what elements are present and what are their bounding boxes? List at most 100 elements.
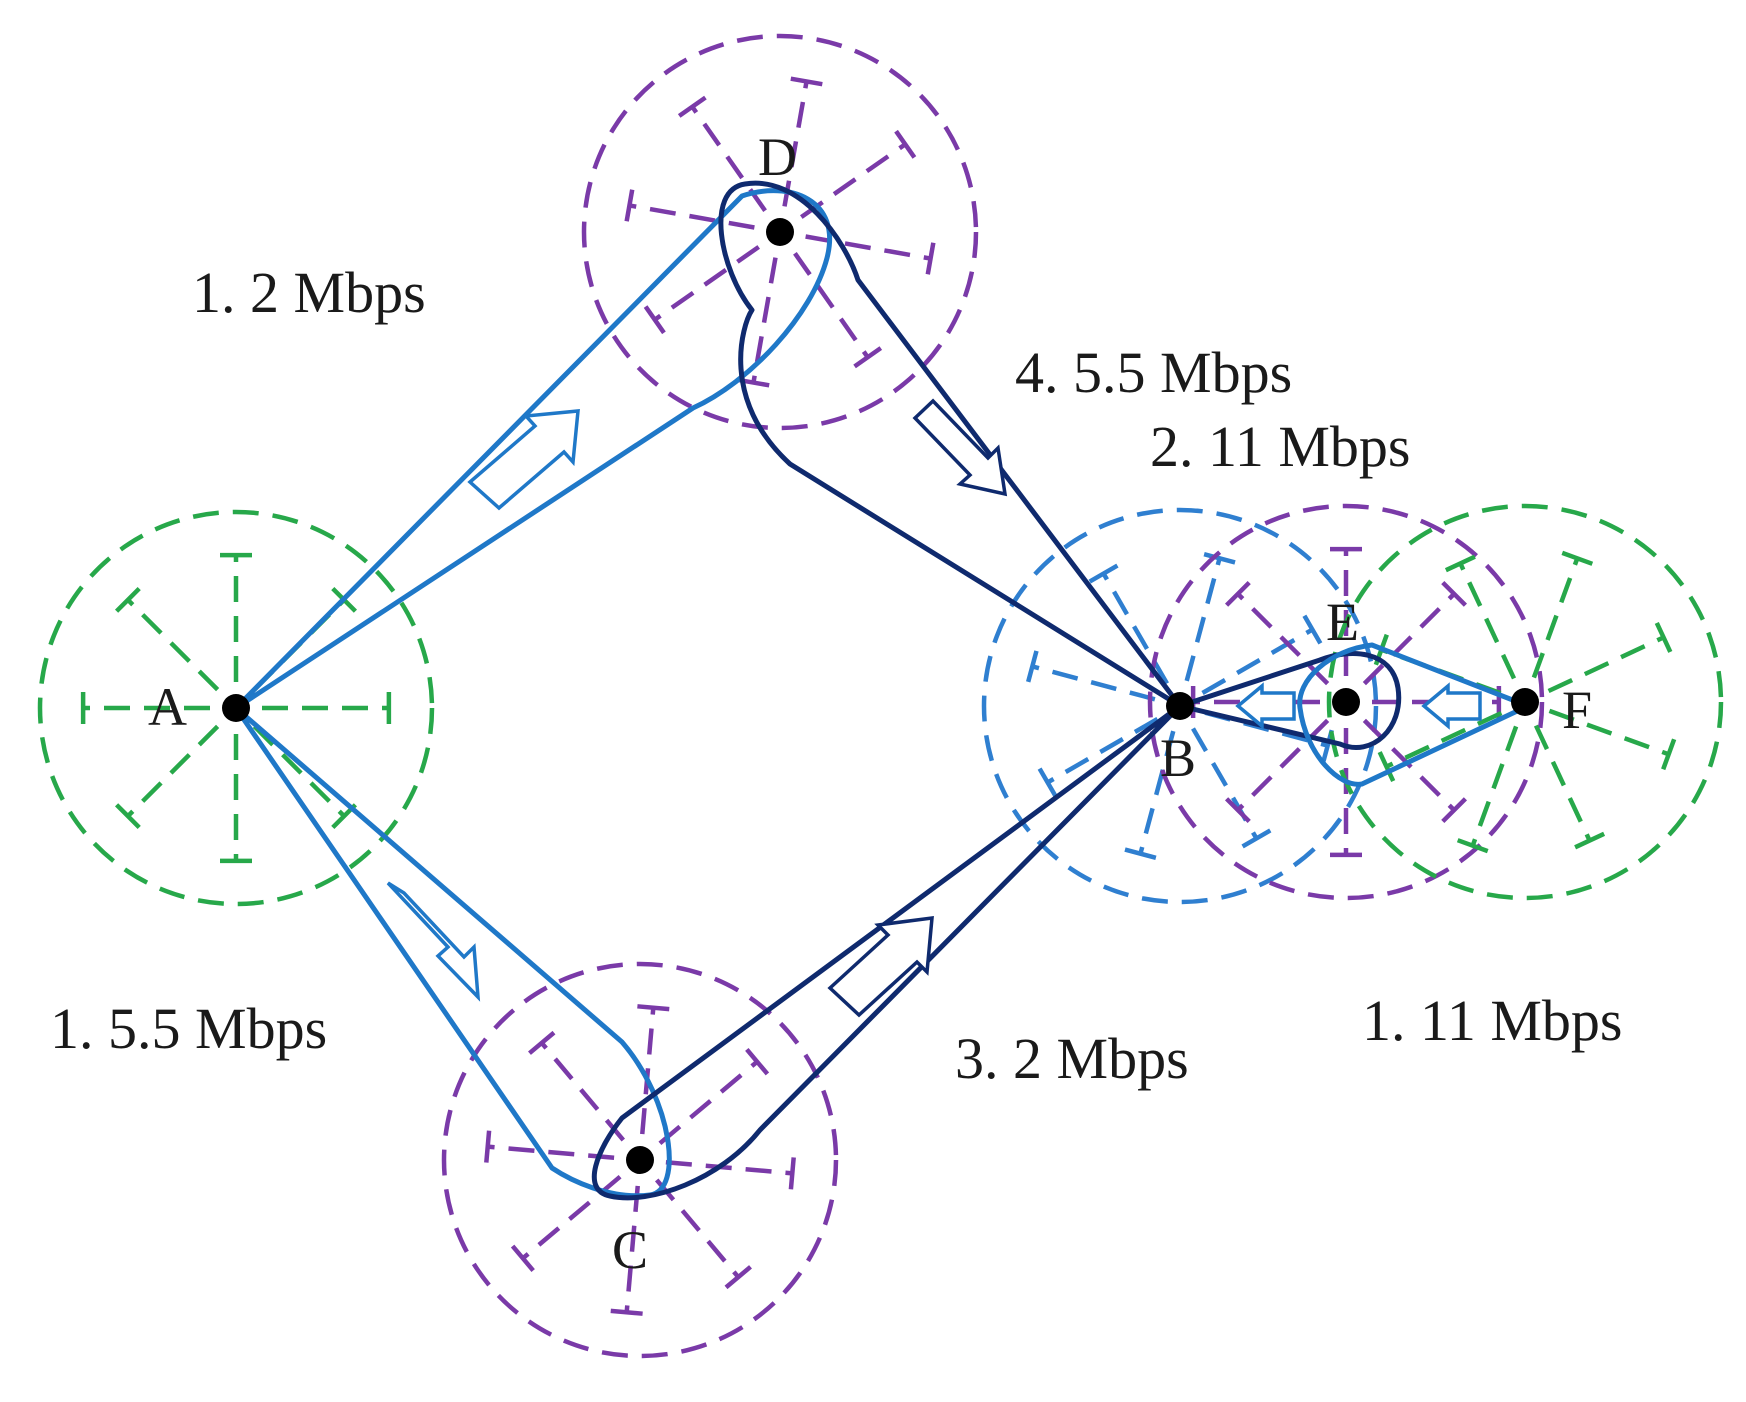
node-f-dot: [1511, 688, 1539, 716]
node-b-dot: [1166, 692, 1194, 720]
link-label-a-d: 1. 2 Mbps: [192, 260, 426, 325]
antenna-circle-f: [1326, 503, 1724, 901]
antenna-spoke-d-6: [782, 81, 809, 207]
arrow-a-d: [467, 409, 580, 511]
antenna-spoke-d-1: [793, 252, 870, 359]
antenna-spoke-c-6: [640, 1007, 656, 1135]
antenna-spoke-c-4: [487, 1144, 615, 1160]
antenna-cap-d-4: [624, 189, 635, 222]
direction-arrows: [386, 398, 1482, 1018]
node-f-label: F: [1562, 680, 1592, 740]
antenna-spoke-e-7: [1362, 592, 1456, 686]
antenna-cap-c-0: [788, 1157, 796, 1190]
link-label-c-b: 3. 2 Mbps: [955, 1026, 1189, 1091]
node-b-label: B: [1160, 728, 1196, 788]
antenna-cap-d-3: [643, 305, 666, 335]
antenna-spoke-d-0: [805, 234, 931, 261]
antenna-spoke-e-1: [1362, 718, 1456, 812]
antenna-cap-b-4: [1026, 650, 1039, 683]
node-a-dot: [222, 694, 250, 722]
node-d-label: D: [758, 127, 797, 187]
antenna-cap-f-5: [1444, 554, 1476, 573]
antenna-spoke-b-4: [1031, 664, 1156, 702]
antenna-cap-c-5: [528, 1030, 556, 1055]
antenna-cap-f-6: [1561, 550, 1594, 566]
arrow-d-b: [912, 398, 1008, 497]
antenna-spoke-c-0: [665, 1160, 793, 1176]
antenna-cap-a-3: [114, 803, 141, 830]
antenna-spoke-d-4: [629, 203, 755, 230]
antenna-cap-b-1: [1241, 828, 1272, 849]
antenna-cap-c-7: [745, 1048, 770, 1076]
antenna-spoke-c-5: [540, 1041, 626, 1142]
link-label-e-b: 2. 11 Mbps: [1150, 414, 1411, 479]
antenna-spoke-a-3: [126, 724, 220, 818]
antenna-circle-d: [581, 33, 979, 431]
node-e-label: E: [1326, 592, 1359, 652]
antenna-cap-e-3: [1224, 797, 1251, 824]
beam-f-e: [1297, 642, 1531, 787]
node-dots: [222, 218, 1539, 1174]
antenna-cap-b-3: [1037, 767, 1058, 798]
antenna-cap-c-3: [510, 1244, 535, 1272]
node-c-label: C: [612, 1220, 648, 1280]
antenna-spoke-c-1: [654, 1178, 740, 1279]
antenna-cap-e-1: [1441, 797, 1468, 824]
node-c-dot: [626, 1146, 654, 1174]
antenna-cap-d-7: [894, 129, 917, 159]
antenna-cap-b-6: [1203, 552, 1236, 565]
antenna-circle-e: [1147, 503, 1545, 901]
antenna-spoke-a-5: [126, 598, 220, 692]
antenna-cap-a-5: [114, 586, 141, 613]
antenna-spoke-c-3: [521, 1174, 622, 1260]
antenna-spoke-f-2: [1470, 725, 1519, 847]
beam-c-b: [591, 703, 1183, 1201]
antenna-spoke-c-2: [624, 1185, 640, 1313]
antenna-spoke-d-3: [653, 245, 760, 322]
beam-a-d: [233, 188, 832, 711]
link-label-f-e: 1. 11 Mbps: [1362, 988, 1623, 1053]
antenna-spoke-f-7: [1547, 635, 1665, 694]
antenna-circle-b: [981, 507, 1379, 905]
antenna-spoke-a-1: [252, 724, 346, 818]
node-e-dot: [1332, 688, 1360, 716]
antenna-cap-e-5: [1224, 580, 1251, 607]
antenna-spoke-b-6: [1184, 557, 1222, 682]
link-label-d-b: 4. 5.5 Mbps: [1015, 340, 1292, 405]
antenna-cap-d-6: [790, 76, 823, 87]
antenna-spoke-b-5: [1101, 572, 1169, 685]
node-d-dot: [766, 218, 794, 246]
antenna-spoke-e-5: [1236, 592, 1330, 686]
antenna-spoke-f-1: [1533, 724, 1592, 842]
antenna-cap-c-2: [610, 1308, 643, 1316]
beams: [233, 180, 1531, 1201]
link-label-a-c: 1. 5.5 Mbps: [50, 996, 327, 1061]
beam-d-b: [718, 180, 1183, 709]
arrow-c-b: [827, 915, 934, 1018]
antenna-cap-f-7: [1654, 621, 1673, 653]
antenna-cap-b-7: [1302, 614, 1323, 645]
antenna-spoke-f-6: [1531, 557, 1580, 679]
rate-labels: 1. 2 Mbps 1. 5.5 Mbps 4. 5.5 Mbps 3. 2 M…: [50, 260, 1623, 1091]
antenna-spoke-b-3: [1046, 717, 1159, 785]
antenna-circle-c: [441, 961, 839, 1359]
antenna-cap-b-2: [1124, 847, 1157, 860]
antenna-spoke-b-7: [1201, 627, 1314, 695]
arrow-e-b: [1235, 682, 1296, 730]
antenna-spoke-c-7: [658, 1060, 759, 1146]
node-a-label: A: [148, 677, 187, 737]
antenna-spoke-b-2: [1138, 730, 1176, 855]
antenna-cap-d-1: [853, 346, 883, 369]
antenna-cap-f-0: [1661, 738, 1677, 771]
antenna-cap-e-7: [1441, 580, 1468, 607]
node-labels: A D B C E F: [148, 127, 1592, 1280]
antenna-cap-f-1: [1574, 831, 1606, 850]
antenna-spoke-f-0: [1548, 708, 1670, 757]
antenna-cap-c-6: [637, 1004, 670, 1012]
arrow-a-c: [386, 881, 481, 1002]
antenna-cap-f-3: [1377, 751, 1396, 783]
antenna-cap-c-4: [484, 1130, 492, 1163]
antenna-cap-b-5: [1088, 563, 1119, 584]
